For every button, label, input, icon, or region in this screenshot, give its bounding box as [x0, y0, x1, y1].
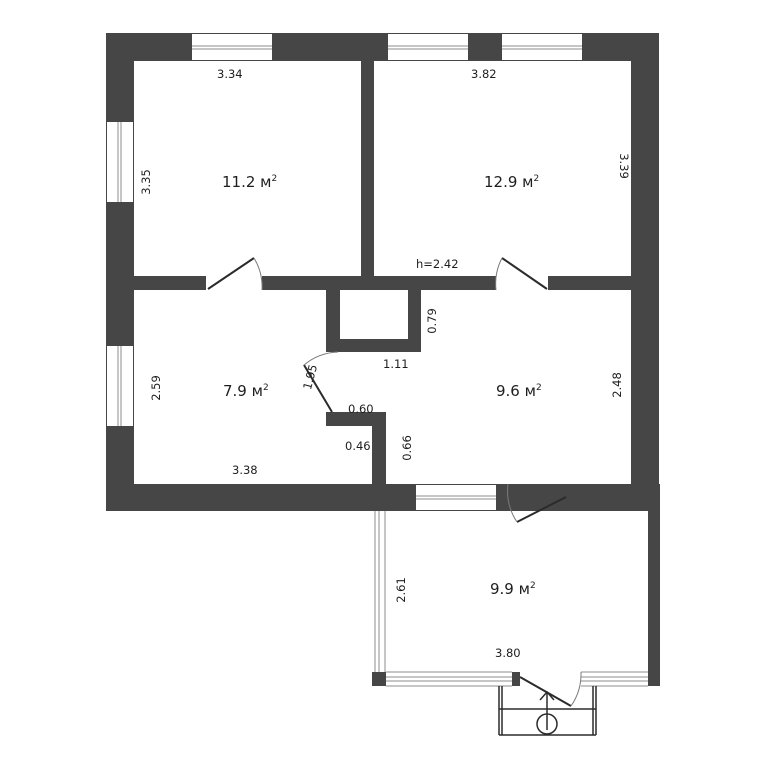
- dim-hall-height: 2.48: [610, 372, 624, 398]
- dim-room-middle-left-height: 2.59: [149, 375, 163, 401]
- door-room-top-right[interactable]: [495, 257, 548, 291]
- dim-room-top-right-height: 3.39: [617, 153, 631, 179]
- dim-room-top-left-height: 3.35: [139, 169, 153, 195]
- interior-walls: [106, 33, 658, 511]
- area-room-bottom: 9.9 м2: [490, 580, 536, 598]
- area-room-top-right: 12.9 м2: [484, 173, 539, 191]
- door-room-top-left[interactable]: [207, 257, 263, 291]
- window-left-top: [107, 122, 133, 202]
- area-room-middle-left: 7.9 м2: [223, 382, 269, 400]
- door-room-bottom[interactable]: [507, 483, 567, 523]
- dim-room-middle-left-width: 3.38: [232, 463, 258, 477]
- window-hall-bottom: [416, 485, 496, 510]
- dim-room-bottom-width: 3.80: [495, 646, 521, 660]
- dim-room-bottom-height: 2.61: [394, 577, 408, 603]
- dim-niche-height: 0.79: [425, 308, 439, 334]
- entrance-arrow-icon: [536, 690, 558, 735]
- glazing-bottom-left: [386, 671, 512, 687]
- dim-room-top-left-width: 3.34: [217, 67, 243, 81]
- dim-corridor-wall: 0.66: [400, 435, 414, 461]
- area-hall: 9.6 м2: [496, 382, 542, 400]
- bottom-room-walls: [372, 484, 660, 686]
- door-room-middle-left[interactable]: [303, 351, 339, 413]
- window-top-right-1: [388, 34, 468, 60]
- glazing-bottom-right: [581, 671, 648, 687]
- dim-ledge-depth: 0.46: [345, 439, 371, 453]
- area-room-top-left: 11.2 м2: [222, 173, 277, 191]
- dim-ledge-width: 0.60: [348, 402, 374, 416]
- ceiling-height-label: h=2.42: [416, 257, 459, 271]
- glazing-left: [374, 511, 386, 672]
- window-left-middle: [107, 346, 133, 426]
- dim-diagonal-wall: 1.95: [300, 363, 320, 391]
- door-balcony-exit[interactable]: [519, 671, 582, 707]
- dim-niche-width: 1.11: [383, 357, 409, 371]
- window-top-right-2: [502, 34, 582, 60]
- dim-room-top-right-width: 3.82: [471, 67, 497, 81]
- window-top-left: [192, 34, 272, 60]
